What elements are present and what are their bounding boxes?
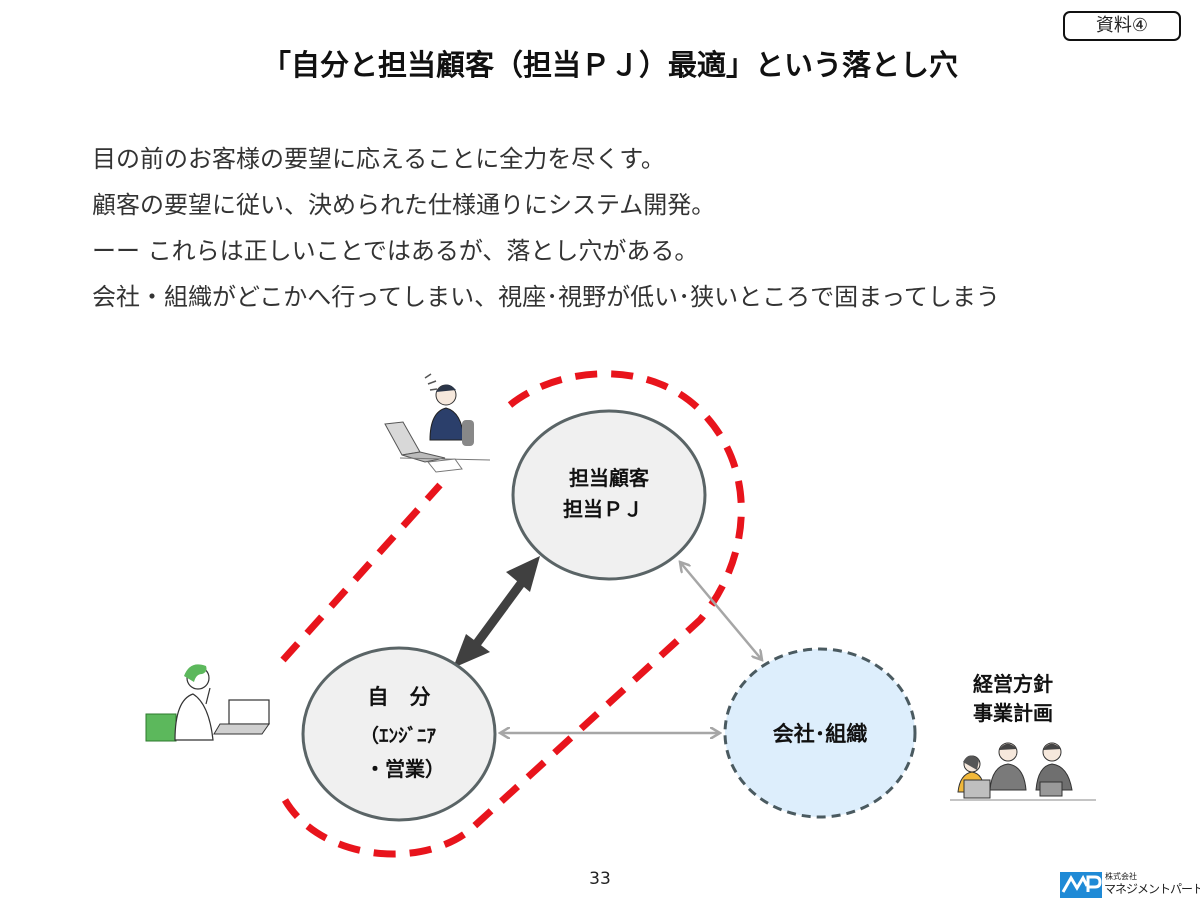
client-label-2: 担当ＰＪ	[563, 497, 643, 521]
body-text: 目の前のお客様の要望に応えることに全力を尽くす。 顧客の要望に従い、決められた仕…	[92, 141, 1000, 325]
arrow-client-company	[680, 562, 762, 660]
side-label-line-1: 経営方針	[973, 672, 1053, 696]
logo-company-type: 株式会社	[1105, 872, 1137, 881]
mp-logo-icon	[1060, 872, 1102, 898]
client-label-1: 担当顧客	[569, 466, 650, 490]
document-badge: 資料④	[1063, 11, 1181, 41]
page-title: 「自分と担当顧客（担当ＰＪ）最適」という落とし穴	[261, 48, 958, 82]
body-line-2: 顧客の要望に従い、決められた仕様通りにシステム開発。	[92, 191, 716, 219]
strong-bidirectional-arrow	[453, 556, 540, 668]
side-label-line-2: 事業計画	[973, 701, 1053, 725]
thinking-man-illustration	[145, 664, 270, 742]
self-ellipse	[301, 646, 497, 822]
body-line-1: 目の前のお客様の要望に応えることに全力を尽くす。	[92, 145, 665, 173]
page-number: 33	[589, 869, 611, 889]
body-line-4: 会社・組織がどこかへ行ってしまい、視座･視野が低い･狭いところで固まってしまう	[92, 283, 1000, 311]
node-company: 会社･組織	[723, 647, 917, 819]
self-label-2: （ｴﾝｼﾞﾆｱ	[360, 724, 437, 747]
meeting-illustration	[950, 742, 1096, 801]
stress-lines-icon	[424, 373, 438, 391]
management-policy-label: 経営方針 事業計画	[958, 670, 1068, 728]
client-ellipse	[511, 409, 707, 581]
worried-businessman-illustration	[384, 373, 491, 473]
body-line-3: ーー これらは正しいことではあるが、落とし穴がある。	[92, 237, 699, 265]
company-ellipse	[723, 647, 917, 819]
company-label: 会社･組織	[773, 722, 868, 746]
self-label-3: ・営業）	[365, 757, 445, 781]
node-client: 担当顧客 担当ＰＪ	[511, 409, 707, 581]
company-logo: 株式会社 マネジメントパートナー	[1060, 870, 1200, 900]
logo-company-name: マネジメントパートナー	[1104, 882, 1200, 896]
self-label-1: 自 分	[368, 685, 431, 709]
trap-outline	[280, 370, 745, 858]
node-self: 自 分 （ｴﾝｼﾞﾆｱ ・営業）	[301, 646, 497, 822]
